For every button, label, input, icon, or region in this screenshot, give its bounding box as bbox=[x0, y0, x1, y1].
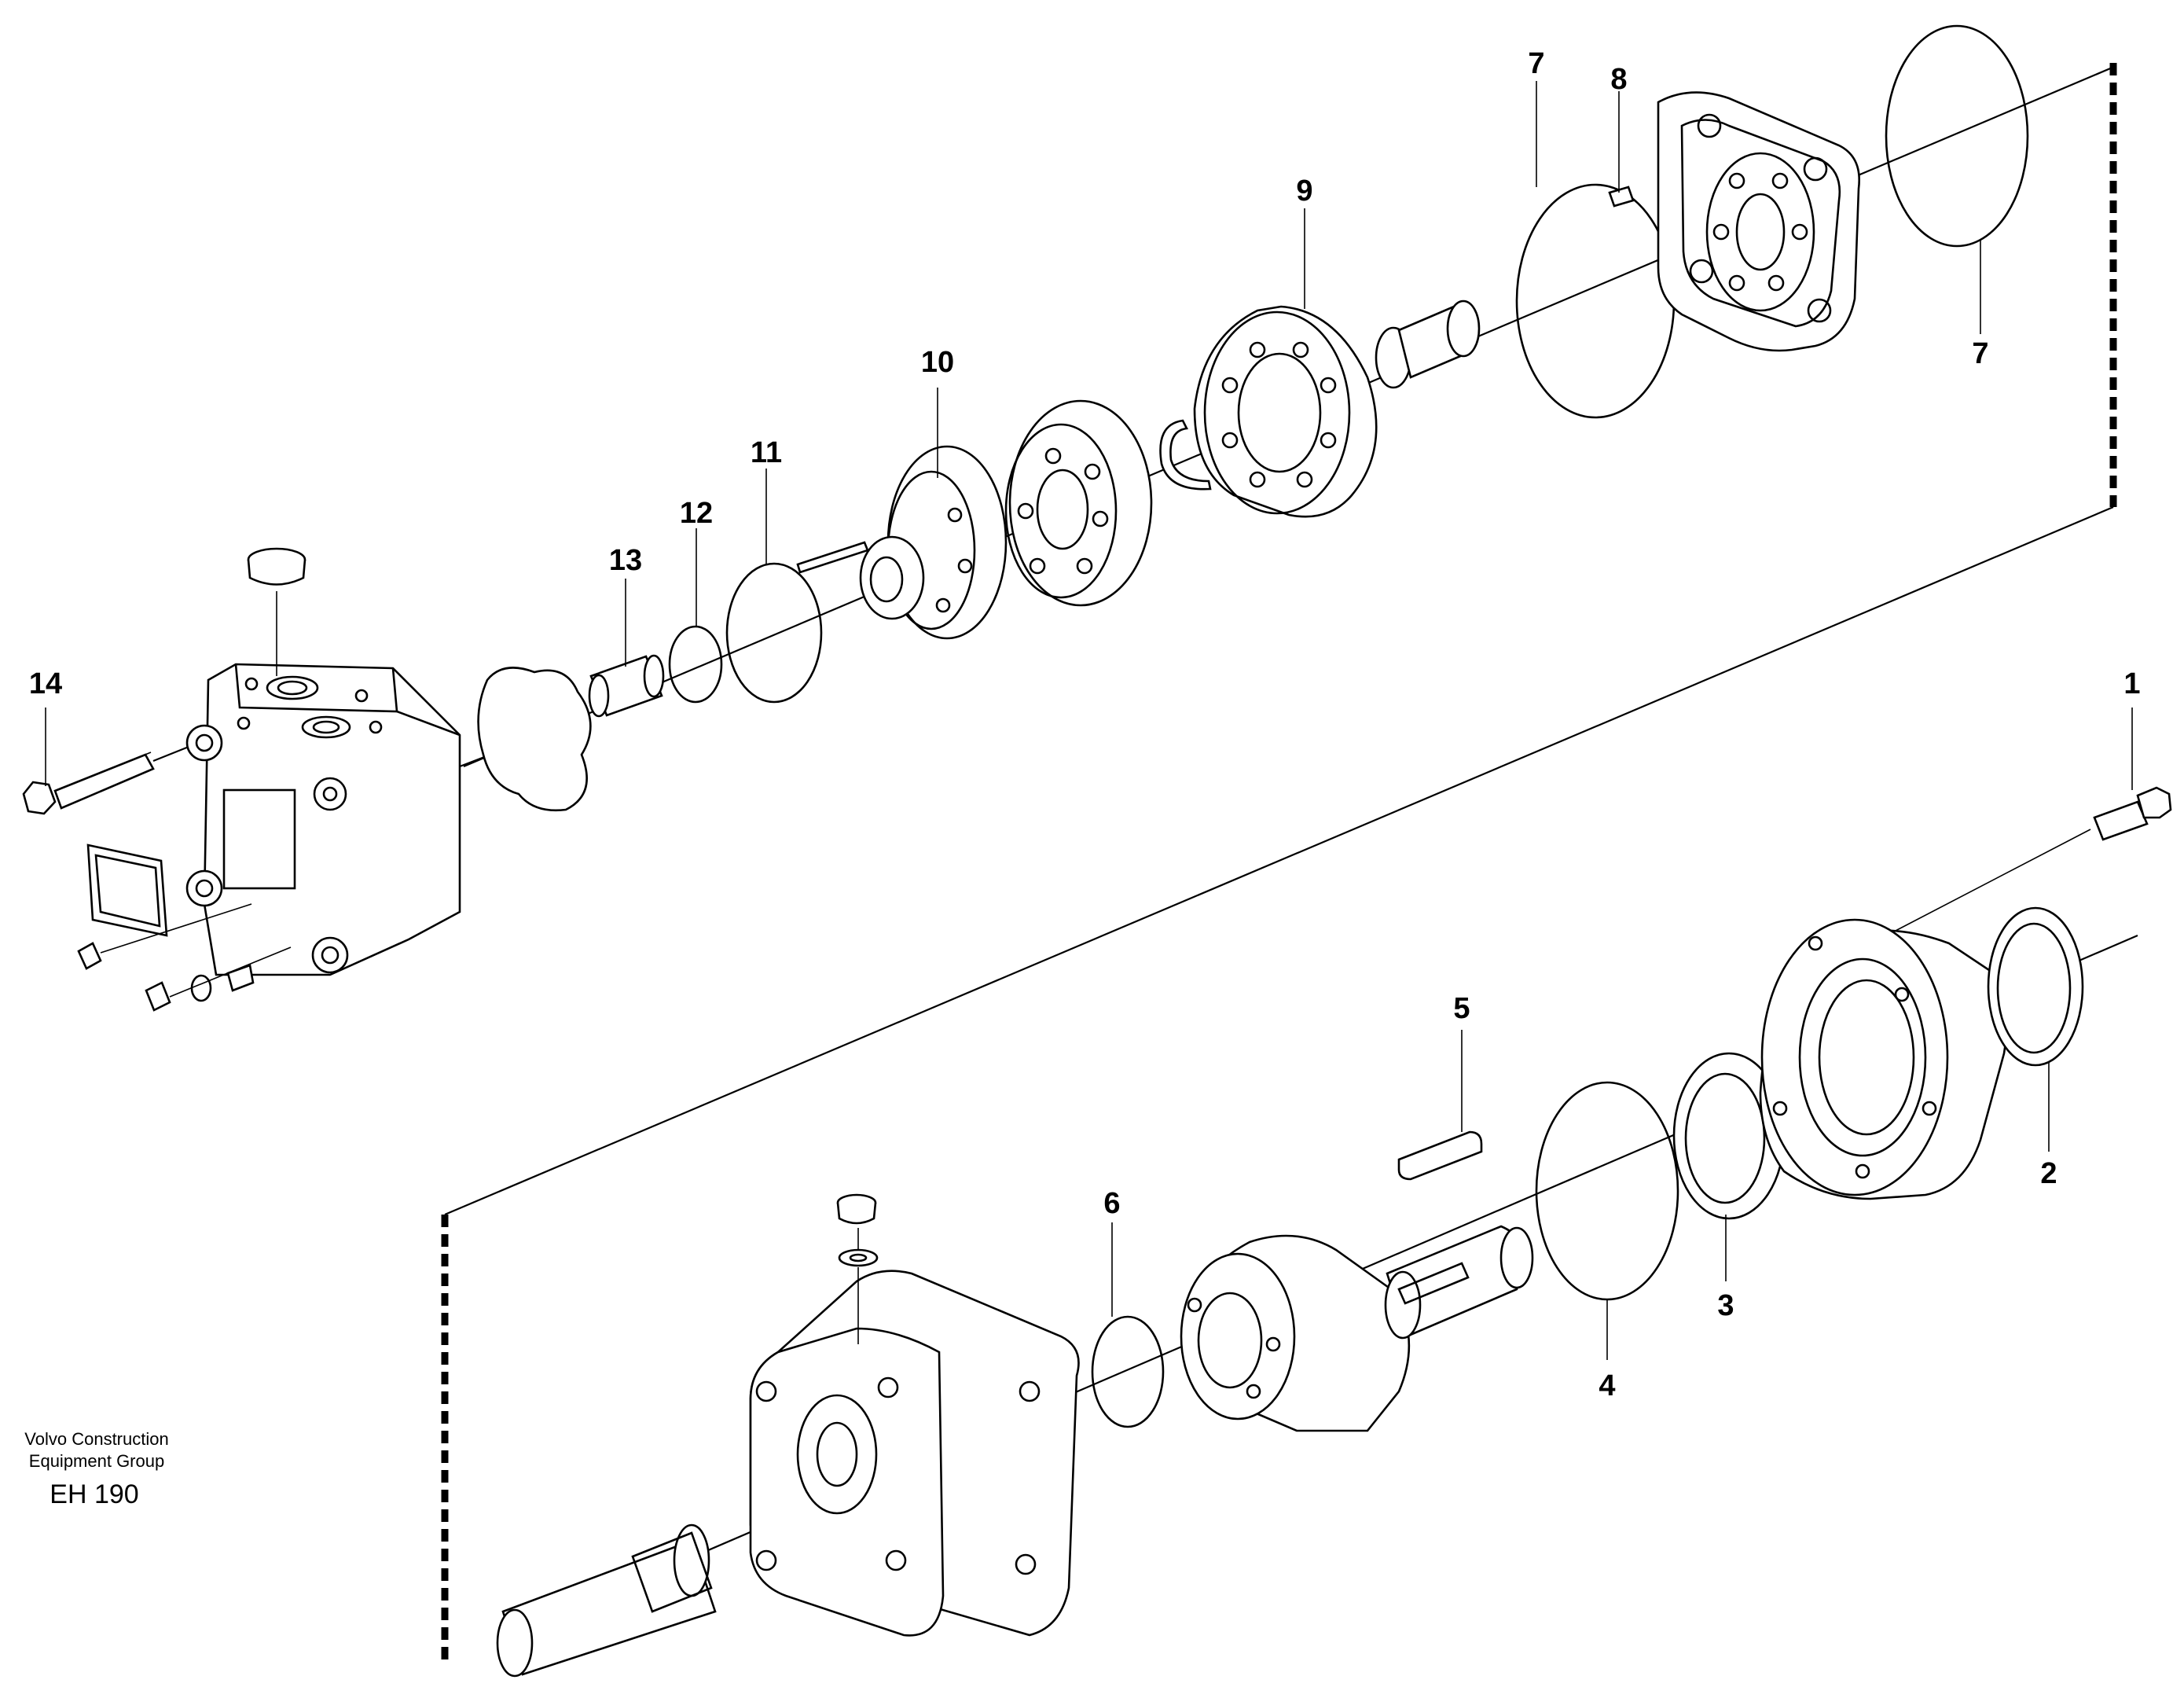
part-3-seal bbox=[1672, 1052, 1786, 1220]
company-name-line1: Volvo Construction bbox=[24, 1429, 168, 1449]
snap-ring bbox=[1159, 419, 1212, 491]
callout-5: 5 bbox=[1453, 992, 1470, 1025]
housing-plug bbox=[836, 1193, 879, 1344]
valve-block-plug bbox=[247, 547, 306, 676]
cover-plate-and-screws bbox=[77, 843, 292, 1012]
part-12-small-o-ring bbox=[668, 625, 723, 704]
part-9-gerotor-set bbox=[1193, 305, 1378, 518]
part-2-seal-ring bbox=[1987, 906, 2084, 1067]
callout-14: 14 bbox=[29, 667, 62, 700]
part-7-o-ring-right bbox=[1885, 24, 2029, 248]
gasket bbox=[477, 667, 592, 812]
callout-8: 8 bbox=[1610, 63, 1627, 96]
callout-7-right: 7 bbox=[1972, 337, 1988, 370]
bearing-hub bbox=[1180, 1225, 1534, 1432]
callout-6: 6 bbox=[1103, 1187, 1120, 1220]
drive-shaft bbox=[1375, 300, 1481, 389]
distributor-plate bbox=[1004, 399, 1153, 607]
part-6-o-ring bbox=[1091, 1315, 1165, 1428]
part-11-o-ring bbox=[725, 562, 823, 704]
part-8-pin bbox=[1608, 186, 1635, 208]
valve-block-housing bbox=[185, 663, 461, 976]
motor-housing bbox=[749, 1270, 1080, 1637]
part-5-key bbox=[1397, 1130, 1483, 1181]
output-shaft bbox=[496, 1523, 717, 1678]
callout-12: 12 bbox=[680, 497, 713, 530]
drawing-code: EH 190 bbox=[50, 1479, 138, 1509]
company-name-line2: Equipment Group bbox=[29, 1451, 164, 1471]
part-7-o-ring-left bbox=[1515, 183, 1676, 419]
callout-4: 4 bbox=[1599, 1369, 1615, 1402]
part-10-wear-plate bbox=[796, 445, 1008, 640]
callout-1: 1 bbox=[2123, 667, 2140, 700]
callout-labels: 1 2 3 4 5 6 7 8 9 10 11 12 13 14 7 bbox=[29, 47, 2141, 1402]
part-1-bolt bbox=[2093, 786, 2172, 841]
part-14-bolt bbox=[22, 742, 197, 815]
callout-7-left: 7 bbox=[1528, 47, 1544, 80]
end-cover bbox=[1657, 91, 1860, 352]
callout-3: 3 bbox=[1717, 1289, 1734, 1322]
callout-leaders bbox=[45, 81, 2133, 1360]
callout-9: 9 bbox=[1296, 175, 1312, 208]
mounting-flange bbox=[1759, 829, 2091, 1200]
callout-10: 10 bbox=[921, 346, 954, 379]
assembly-link-dashed-frame bbox=[441, 63, 2117, 1667]
callout-2: 2 bbox=[2040, 1157, 2057, 1190]
part-13-pin bbox=[588, 654, 665, 718]
part-4-o-ring bbox=[1535, 1081, 1679, 1301]
footer-block: Volvo Construction Equipment Group EH 19… bbox=[24, 1429, 168, 1509]
callout-13: 13 bbox=[609, 544, 642, 577]
callout-11: 11 bbox=[751, 436, 782, 469]
